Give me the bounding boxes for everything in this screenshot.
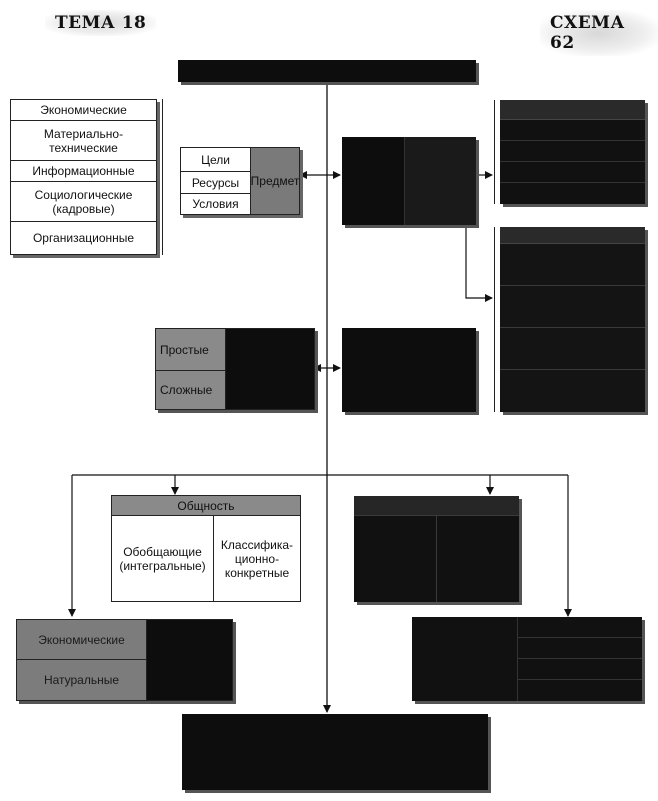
units-dark: [147, 620, 232, 700]
generality-integral: Обобщающие (интегральные): [112, 516, 214, 601]
bottom-right-rule: [518, 637, 642, 638]
factor-material: Материально- технические: [11, 121, 156, 161]
predmet-label: Предмет: [251, 148, 299, 214]
bottom-right-rule: [518, 679, 642, 680]
factor-sociological: Социологические (кадровые): [11, 182, 156, 222]
center-middle-block: [342, 328, 476, 412]
right-top-row: [500, 100, 645, 120]
bottom-center-block: [182, 714, 488, 790]
scheme-label: СХЕМА 62: [540, 10, 658, 56]
units-box: Экономические Натуральные: [16, 619, 233, 701]
predmet-resources: Ресурсы: [181, 172, 251, 194]
units-economic: Экономические: [17, 620, 147, 660]
complexity-dark: [226, 329, 314, 409]
bottom-right-block: [412, 617, 642, 701]
complexity-box: Простые Сложные: [155, 328, 315, 410]
center-top-inner: [404, 137, 476, 225]
center-bottom-header: [354, 496, 519, 516]
right-top-row: [500, 141, 645, 162]
right-middle-bracket: [494, 227, 495, 412]
right-middle-row: [500, 227, 645, 244]
center-bottom-divider: [436, 516, 437, 602]
units-natural: Натуральные: [17, 660, 147, 700]
center-bottom-block: [354, 496, 519, 602]
complex-cell: Сложные: [156, 371, 226, 409]
right-top-row: [500, 162, 645, 183]
generality-concrete: Классифика- ционно- конкретные: [220, 537, 294, 580]
right-top-bracket: [494, 100, 495, 204]
center-top-block: [342, 137, 476, 225]
factor-economic: Экономические: [11, 100, 156, 121]
right-middle-list: [500, 227, 645, 412]
predmet-conditions: Условия: [181, 194, 251, 214]
simple-cell: Простые: [156, 329, 226, 371]
factors-box: Экономические Материально- технические И…: [10, 99, 157, 255]
right-top-list: [500, 100, 645, 204]
title-bar: [178, 60, 476, 82]
generality-box: Общность Обобщающие (интегральные) Класс…: [111, 495, 301, 602]
bottom-right-divider: [517, 617, 518, 701]
right-middle-row: [500, 328, 645, 370]
predmet-box: Цели Ресурсы Условия Предмет: [180, 147, 300, 215]
factor-organizational: Организационные: [32, 231, 135, 245]
factors-bracket: [162, 99, 163, 255]
bottom-right-rule: [518, 658, 642, 659]
generality-header: Общность: [112, 496, 300, 516]
right-top-row: [500, 120, 645, 141]
predmet-goals: Цели: [181, 148, 251, 172]
factor-information: Информационные: [11, 161, 156, 182]
right-middle-row: [500, 286, 645, 328]
right-middle-row: [500, 244, 645, 286]
topic-label: ТЕМА 18: [45, 10, 157, 36]
